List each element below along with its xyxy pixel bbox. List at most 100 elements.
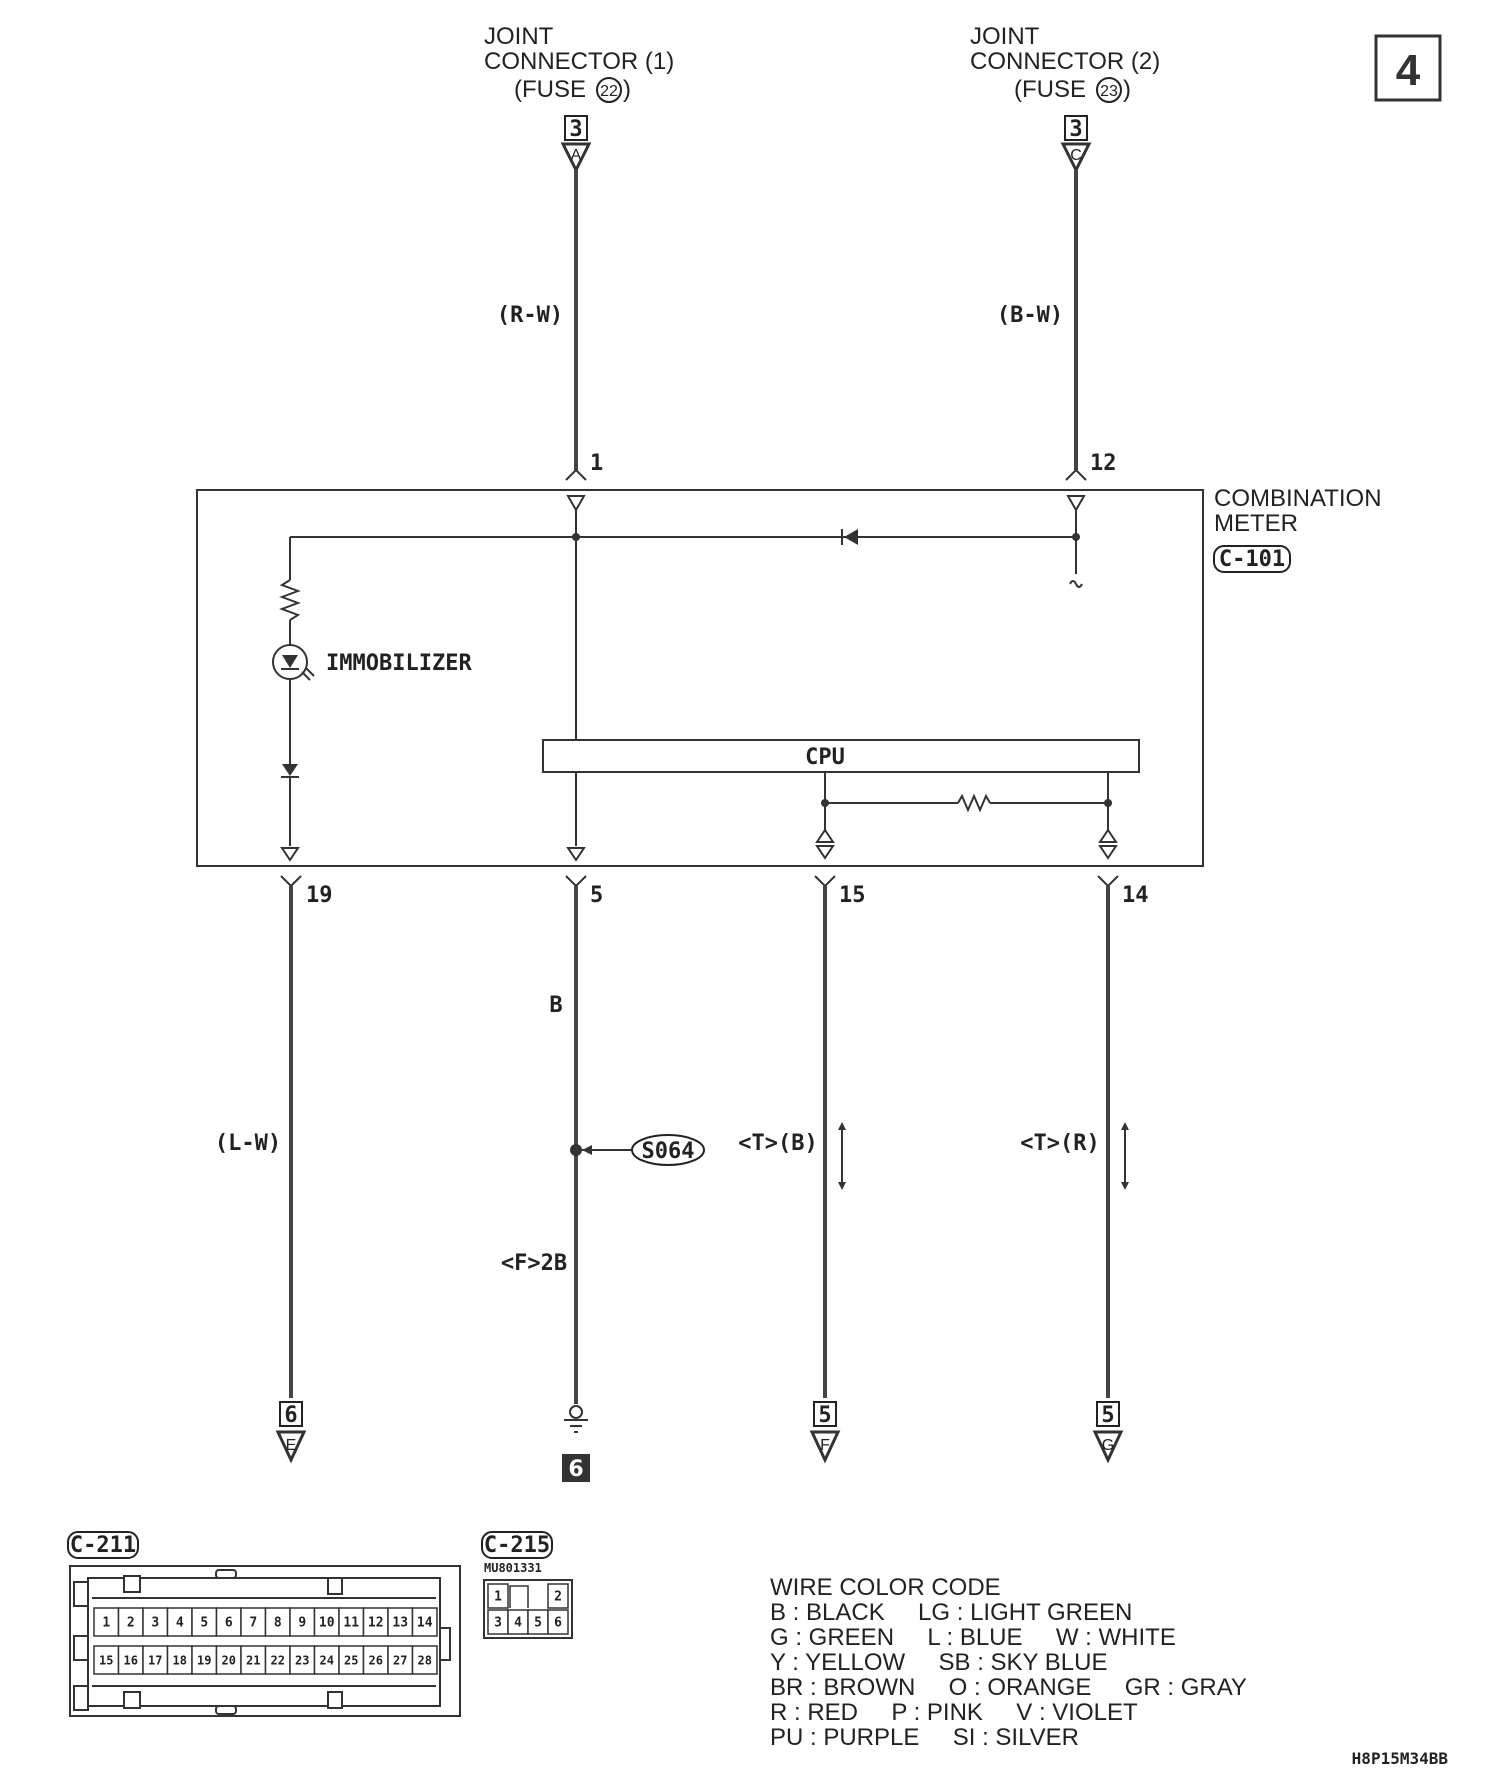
splice-s064-label: S064 (642, 1139, 695, 1164)
c211-pin-cell (362, 1645, 389, 1675)
bidirectional-terminal-icon (815, 828, 835, 860)
pin-15-terminal (814, 875, 836, 888)
figure-code: H8P15M34BB (1352, 1749, 1449, 1768)
connector-letter-e: E (286, 1437, 297, 1454)
c211-pin-number: 17 (148, 1653, 162, 1667)
wire-color-t-b: <T>(B) (738, 1131, 817, 1156)
c211-pin-cell (411, 1645, 438, 1675)
legend-line: B : BLACK LG : LIGHT GREEN (770, 1599, 1132, 1626)
combination-meter-box (196, 489, 1204, 867)
junction-dot (1072, 533, 1080, 541)
c211-pin-number: 12 (368, 1616, 384, 1631)
c211-pin-cell (142, 1645, 169, 1675)
c215-pin-number: 6 (554, 1616, 562, 1631)
connector-c215-label: C-215 (484, 1533, 550, 1558)
c211-pin-number: 10 (319, 1616, 335, 1631)
c211-pin-number: 28 (418, 1653, 432, 1667)
pin-19-exit-arrow (280, 847, 300, 862)
legend-line: Y : YELLOW SB : SKY BLUE (770, 1649, 1108, 1676)
c211-pin-number: 23 (295, 1653, 309, 1667)
pin-12-entry-arrow (1066, 495, 1086, 513)
c211-pin-number: 24 (320, 1653, 334, 1667)
joint-connector-2-line2: CONNECTOR (2) (970, 48, 1160, 75)
c211-pin-number: 6 (225, 1616, 233, 1631)
page-number: 4 (1396, 46, 1421, 95)
pin-15-label: 15 (839, 883, 866, 908)
joint-connector-1-line2: CONNECTOR (1) (484, 48, 674, 75)
page-ref-e: 6 (284, 1403, 297, 1428)
cpu-label: CPU (805, 745, 845, 770)
c211-pin-number: 19 (197, 1653, 211, 1667)
connector-c215-badge (481, 1531, 553, 1559)
c211-pin-number: 16 (124, 1653, 138, 1667)
c211-pin-number: 25 (344, 1653, 358, 1667)
wire-break-icon (1069, 580, 1083, 588)
page-ref-box-e (279, 1401, 303, 1427)
c211-pin-cell (166, 1607, 193, 1637)
c211-pin-number: 11 (343, 1616, 359, 1631)
pin-1-label: 1 (590, 451, 603, 476)
c211-pin-number: 15 (99, 1653, 113, 1667)
arrow-down-icon (1092, 1430, 1124, 1464)
pin-1-entry-arrow (566, 495, 586, 513)
c211-pin-number: 5 (200, 1616, 208, 1631)
resistor-icon (279, 579, 301, 621)
c211-pin-number: 2 (127, 1616, 135, 1631)
immobilizer-label: IMMOBILIZER (326, 651, 472, 676)
c211-pin-cell (215, 1607, 242, 1637)
bidirectional-arrow-icon (1121, 1122, 1129, 1190)
page-ref-g: 5 (1101, 1403, 1114, 1428)
joint-connector-2-fuse-prefix: (FUSE (1014, 76, 1086, 103)
splice-s064-badge (631, 1134, 705, 1166)
combination-meter-name-2: METER (1214, 510, 1298, 537)
c211-pin-number: 8 (274, 1616, 282, 1631)
c211-pin-cell (338, 1607, 365, 1637)
legend-line: R : RED P : PINK V : VIOLET (770, 1699, 1138, 1726)
connector-c101-badge (1213, 545, 1291, 573)
c211-pin-cell (215, 1645, 242, 1675)
c211-pin-number: 21 (246, 1653, 260, 1667)
wire-color-legend: WIRE COLOR CODE B : BLACK LG : LIGHT GRE… (770, 1574, 1247, 1751)
arrow-down-icon (809, 1430, 841, 1464)
arrow-down-icon (275, 1430, 307, 1464)
page-ref-c: 3 (1069, 117, 1082, 142)
fuse-23-circle (1096, 77, 1122, 103)
joint-connector-2: JOINT CONNECTOR (2) (FUSE 23 ) 3 C (970, 23, 1160, 174)
c215-pin-cell (547, 1583, 569, 1609)
pin-5-terminal (565, 875, 587, 888)
c211-pin-number: 14 (417, 1616, 433, 1631)
fuse-22-circle (596, 77, 622, 103)
wire-color-b: B (549, 993, 562, 1018)
c211-pin-number: 22 (271, 1653, 285, 1667)
pin-19-label: 19 (306, 883, 333, 908)
diode-icon (841, 529, 858, 545)
bidirectional-terminal-icon (1098, 828, 1118, 860)
cpu-block (542, 739, 1140, 773)
joint-connector-2-fuse-suffix: ) (1123, 76, 1131, 103)
fuse-22-number: 22 (600, 83, 618, 100)
wire-color-l-w: (L-W) (215, 1131, 281, 1156)
junction-dot (1104, 799, 1112, 807)
c211-pin-number: 1 (102, 1616, 110, 1631)
connector-letter-f: F (820, 1437, 830, 1454)
fuse-23-number: 23 (1100, 83, 1118, 100)
c211-pin-number: 9 (298, 1616, 306, 1631)
joint-connector-1-fuse-suffix: ) (623, 76, 631, 103)
c211-pin-number: 13 (392, 1616, 408, 1631)
led-icon (272, 644, 315, 681)
connector-c211-label: C-211 (70, 1533, 136, 1558)
c215-pin-number: 4 (514, 1616, 522, 1631)
wire-color-b-w: (B-W) (997, 303, 1063, 328)
c211-pin-cell (289, 1607, 316, 1637)
diode-icon (281, 764, 299, 778)
connector-c215-part-number: MU801331 (484, 1561, 542, 1575)
c211-pin-cell (313, 1607, 340, 1637)
page-number-badge: 4 (1374, 34, 1442, 102)
connector-letter-c: C (1070, 147, 1082, 164)
pin-5-label: 5 (590, 883, 603, 908)
c215-pin-number: 1 (494, 1590, 502, 1605)
page-ref-box-g (1096, 1401, 1120, 1427)
c211-pin-number: 18 (173, 1653, 187, 1667)
